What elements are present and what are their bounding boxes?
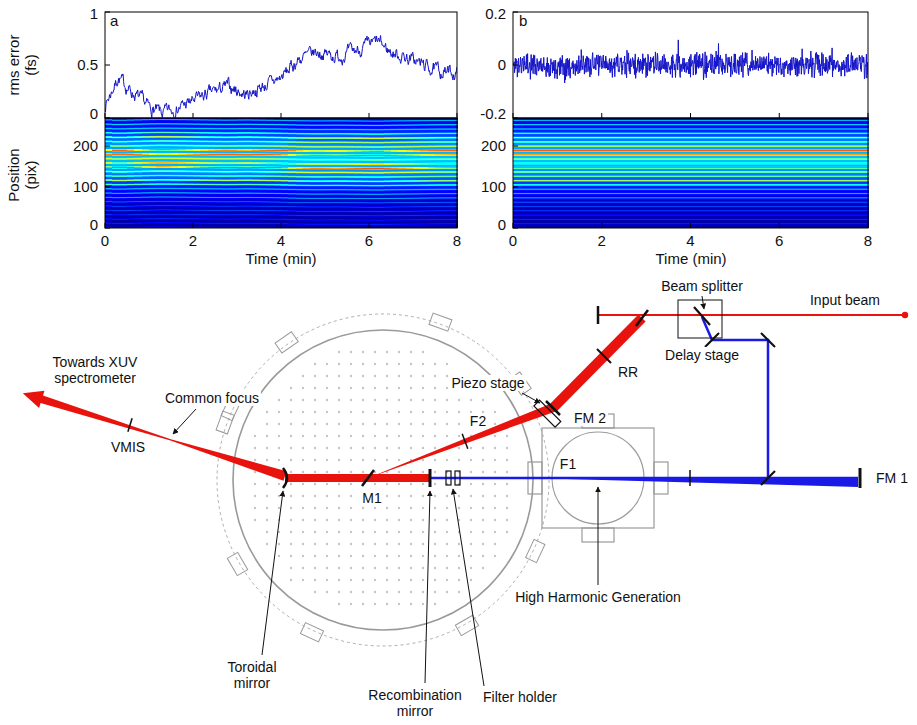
- figure-page: ab10.2rms error (fs)0.500-0.2Position (p…: [0, 0, 917, 725]
